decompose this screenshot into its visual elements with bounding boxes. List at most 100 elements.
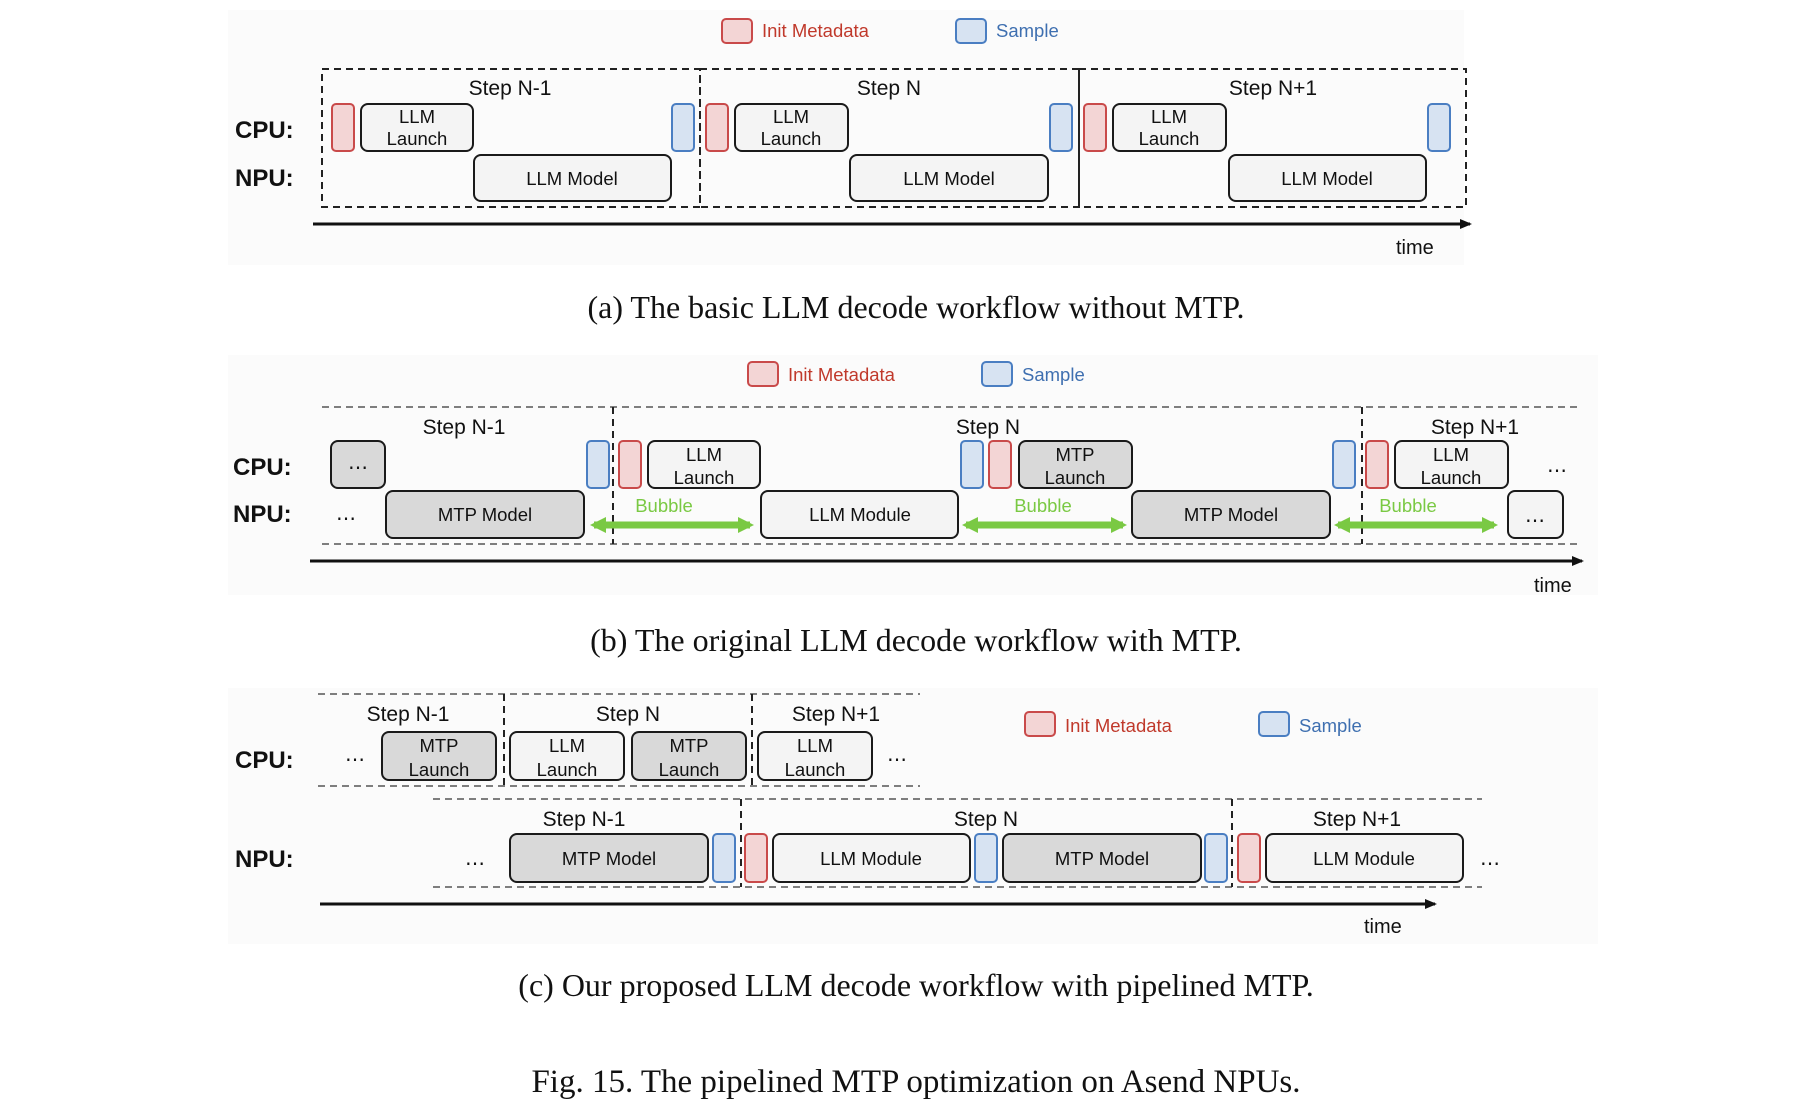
box-label: LLM Model bbox=[1281, 168, 1373, 189]
box-label: Launch bbox=[1045, 467, 1106, 488]
mtp-model-box bbox=[1002, 833, 1202, 883]
llm-launch-box bbox=[757, 731, 873, 781]
step-label: Step N-1 bbox=[367, 703, 450, 726]
ellipsis: … bbox=[887, 742, 907, 766]
box-label: Launch bbox=[387, 128, 448, 149]
mtp-launch-box bbox=[631, 731, 747, 781]
legend-init-metadata: Init Metadata bbox=[788, 364, 896, 385]
time-label: time bbox=[1534, 575, 1572, 597]
panel-b: Init Metadata Sample CPU: NPU: Step N-1 … bbox=[228, 355, 1598, 597]
init-metadata-legend-swatch bbox=[1024, 711, 1056, 737]
box-label: LLM Model bbox=[526, 168, 618, 189]
box-label: LLM Model bbox=[903, 168, 995, 189]
box-label: Launch bbox=[785, 759, 846, 780]
cpu-row-label: CPU: bbox=[235, 747, 294, 774]
legend-sample: Sample bbox=[1299, 715, 1362, 736]
caption-a: (a) The basic LLM decode workflow withou… bbox=[587, 289, 1244, 325]
npu-row-label: NPU: bbox=[235, 846, 294, 873]
box-label: Launch bbox=[1139, 128, 1200, 149]
sample-box bbox=[712, 833, 736, 883]
sample-box bbox=[974, 833, 998, 883]
time-label: time bbox=[1364, 916, 1402, 938]
llm-launch-box bbox=[360, 103, 474, 152]
legend-a: Init Metadata Sample bbox=[721, 18, 1059, 44]
mtp-launch-box bbox=[1018, 440, 1133, 489]
init-metadata-legend-swatch bbox=[747, 361, 779, 387]
box-label: Launch bbox=[409, 759, 470, 780]
box-label: LLM bbox=[1151, 106, 1187, 127]
llm-model-box bbox=[473, 154, 672, 202]
mtp-model-box bbox=[1131, 490, 1331, 539]
box-label: LLM Module bbox=[809, 504, 911, 525]
llm-module-box bbox=[760, 490, 959, 539]
init-metadata-legend-swatch bbox=[721, 18, 753, 44]
ellipsis: … bbox=[1547, 453, 1567, 477]
cpu-row-label: CPU: bbox=[235, 117, 294, 144]
mtp-model-box bbox=[509, 833, 709, 883]
figure-caption: Fig. 15. The pipelined MTP optimization … bbox=[531, 1064, 1300, 1100]
caption-b: (b) The original LLM decode workflow wit… bbox=[590, 622, 1242, 658]
init-metadata-box bbox=[988, 440, 1012, 489]
step-label: Step N-1 bbox=[423, 416, 506, 439]
panel-a: Init Metadata Sample CPU: NPU: Step N-1 … bbox=[228, 10, 1472, 265]
caption-c: (c) Our proposed LLM decode workflow wit… bbox=[518, 967, 1313, 1003]
box-label: LLM bbox=[797, 735, 833, 756]
box-label: MTP bbox=[669, 735, 708, 756]
init-metadata-box bbox=[618, 440, 642, 489]
ellipsis: … bbox=[336, 501, 356, 525]
llm-launch-box bbox=[1394, 440, 1509, 489]
step-label: Step N bbox=[954, 808, 1018, 831]
sample-box bbox=[1332, 440, 1356, 489]
box-label: MTP bbox=[1055, 444, 1094, 465]
box-label: Launch bbox=[537, 759, 598, 780]
step-label: Step N bbox=[857, 77, 921, 100]
npu-row-label: NPU: bbox=[233, 501, 292, 528]
init-metadata-box bbox=[1365, 440, 1389, 489]
box-label: Launch bbox=[674, 467, 735, 488]
box-label: MTP Model bbox=[562, 848, 656, 869]
llm-launch-box bbox=[734, 103, 849, 152]
bubble-label: Bubble bbox=[1014, 495, 1072, 516]
ellipsis: … bbox=[1525, 503, 1545, 527]
ellipsis: … bbox=[345, 742, 365, 766]
step-label: Step N+1 bbox=[792, 703, 880, 726]
legend-b: Init Metadata Sample bbox=[747, 361, 1085, 387]
step-region bbox=[1078, 68, 1467, 208]
step-label: Step N+1 bbox=[1313, 808, 1401, 831]
box-label: Launch bbox=[761, 128, 822, 149]
init-metadata-box bbox=[1083, 103, 1107, 152]
step-label: Step N-1 bbox=[469, 77, 552, 100]
sample-legend-swatch bbox=[955, 18, 987, 44]
llm-model-box bbox=[1228, 154, 1427, 202]
time-label: time bbox=[1396, 237, 1434, 259]
init-metadata-box bbox=[705, 103, 729, 152]
box-label: LLM bbox=[773, 106, 809, 127]
llm-launch-box bbox=[509, 731, 625, 781]
mtp-launch-box bbox=[381, 731, 497, 781]
legend-init-metadata: Init Metadata bbox=[762, 20, 870, 41]
legend-sample: Sample bbox=[1022, 364, 1085, 385]
box-label: LLM bbox=[549, 735, 585, 756]
ellipsis: … bbox=[348, 450, 368, 474]
sample-box bbox=[960, 440, 984, 489]
step-label: Step N-1 bbox=[543, 808, 626, 831]
box-label: MTP Model bbox=[1184, 504, 1278, 525]
box-label: LLM Module bbox=[820, 848, 922, 869]
init-metadata-box bbox=[1237, 833, 1261, 883]
bubble-label: Bubble bbox=[1379, 495, 1437, 516]
box-label: LLM bbox=[399, 106, 435, 127]
bubble-label: Bubble bbox=[635, 495, 693, 516]
sample-box bbox=[586, 440, 610, 489]
ellipsis-box bbox=[1507, 490, 1564, 539]
cpu-row-label: CPU: bbox=[233, 454, 292, 481]
mtp-model-box bbox=[385, 490, 585, 539]
box-label: LLM bbox=[686, 444, 722, 465]
sample-box bbox=[1204, 833, 1228, 883]
step-label: Step N+1 bbox=[1431, 416, 1519, 439]
npu-row-label: NPU: bbox=[235, 165, 294, 192]
init-metadata-box bbox=[744, 833, 768, 883]
ellipsis: … bbox=[465, 846, 485, 870]
legend-sample: Sample bbox=[996, 20, 1059, 41]
ellipsis-box bbox=[330, 440, 386, 489]
